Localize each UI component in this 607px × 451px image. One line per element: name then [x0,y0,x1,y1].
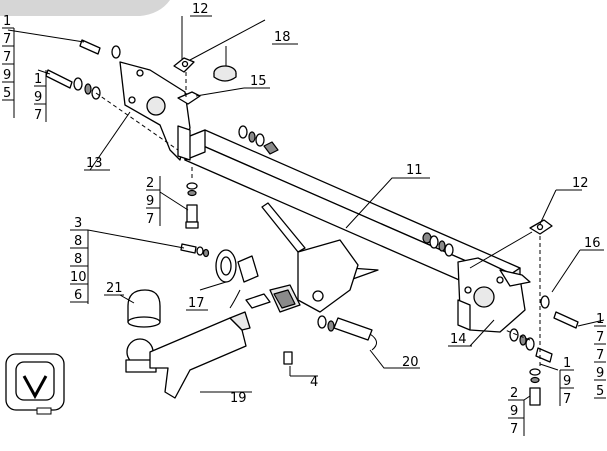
callout-20-group: 20 [402,355,419,370]
callout-1-right: 1 [596,312,604,327]
callout-9-f: 9 [510,404,518,419]
callout-9-e: 9 [563,374,571,389]
callout-12-right-group: 12 [556,176,589,191]
top-hanger-bracket [173,19,266,73]
callout-stack-left: 1 7 7 9 5 [2,14,15,118]
callout-11: 11 [406,163,423,178]
callout-11-group: 11 [406,163,423,178]
callout-20: 20 [402,355,419,370]
nut-set-right [422,232,454,257]
callout-5-a: 5 [3,86,11,101]
callout-12-top-group: 12 [190,2,212,17]
callout-1-r2: 1 [563,356,571,371]
callout-13-group: 13 [84,156,110,171]
callout-12-right: 12 [572,176,589,191]
callout-stack-right: 1 7 7 9 5 [594,312,606,399]
callout-18-group: 18 [272,30,298,45]
support-strut [261,202,306,253]
callout-17: 17 [188,296,205,311]
nut-set-left [238,125,279,155]
locking-pin [317,315,377,351]
callout-7-c: 7 [34,108,42,123]
bolt-set-top-left [45,39,121,100]
callout-14-group: 14 [448,332,472,347]
callout-14: 14 [450,332,467,347]
ball-mount [125,311,251,399]
receiver-housing [269,239,359,313]
callout-7-d: 7 [146,212,154,227]
callout-8-a: 8 [74,234,82,249]
callout-4: 4 [310,375,318,390]
leader-lines [7,16,605,401]
callout-stack-2-left: 2 9 7 [146,176,161,227]
electrical-socket-plate [215,249,271,309]
corner-tab [0,0,170,16]
callout-16-group: 16 [580,236,604,251]
callout-stack-right-inner: 1 9 7 [559,356,574,407]
callout-6: 6 [74,288,82,303]
callout-7-h: 7 [510,422,518,437]
guide-dash-1 [95,92,179,151]
callout-19-group: 19 [230,391,247,406]
callout-1-mid: 1 [34,72,42,87]
callout-7-g: 7 [563,392,571,407]
callout-2-left: 2 [146,176,154,191]
callout-17-group: 17 [186,296,208,311]
callout-13: 13 [86,156,103,171]
left-mounting-bracket [119,61,201,161]
callout-15-group: 15 [244,74,270,89]
callout-2-right: 2 [510,386,518,401]
callout-16: 16 [584,236,601,251]
callout-stack-3: 3 8 8 10 6 [70,216,89,304]
callout-7-f: 7 [596,348,604,363]
callout-3: 3 [74,216,82,231]
callout-18: 18 [274,30,291,45]
callout-21-group: 21 [104,281,124,296]
callout-7-e: 7 [596,330,604,345]
bolt-3-assembly [180,243,210,258]
callout-8-b: 8 [74,252,82,267]
bolt-lower-left [185,182,199,229]
callout-21: 21 [106,281,123,296]
right-hanger-bracket [469,219,553,269]
ball-cover [127,289,161,328]
callout-15: 15 [250,74,267,89]
callout-9-a: 9 [3,68,11,83]
callout-7-a: 7 [3,32,11,47]
callout-19: 19 [230,391,247,406]
callout-9-d: 9 [596,366,604,381]
callout-stack-mid-left: 1 9 7 [34,70,47,123]
guide-dash-5 [504,329,531,341]
callout-10: 10 [70,270,87,285]
logo-icon [5,353,65,415]
callout-4-group: 4 [290,375,318,390]
callout-12-top: 12 [192,2,209,17]
right-mounting-bracket [457,257,531,333]
callout-5-b: 5 [596,384,604,399]
bolt-set-right [509,295,579,406]
rubber-plug [213,65,237,82]
callout-7-b: 7 [3,50,11,65]
bolt-4 [283,351,293,365]
callout-9-b: 9 [34,90,42,105]
callout-stack-2-right: 2 9 7 [508,386,525,437]
callout-1-left: 1 [3,14,11,29]
callout-9-c: 9 [146,194,154,209]
